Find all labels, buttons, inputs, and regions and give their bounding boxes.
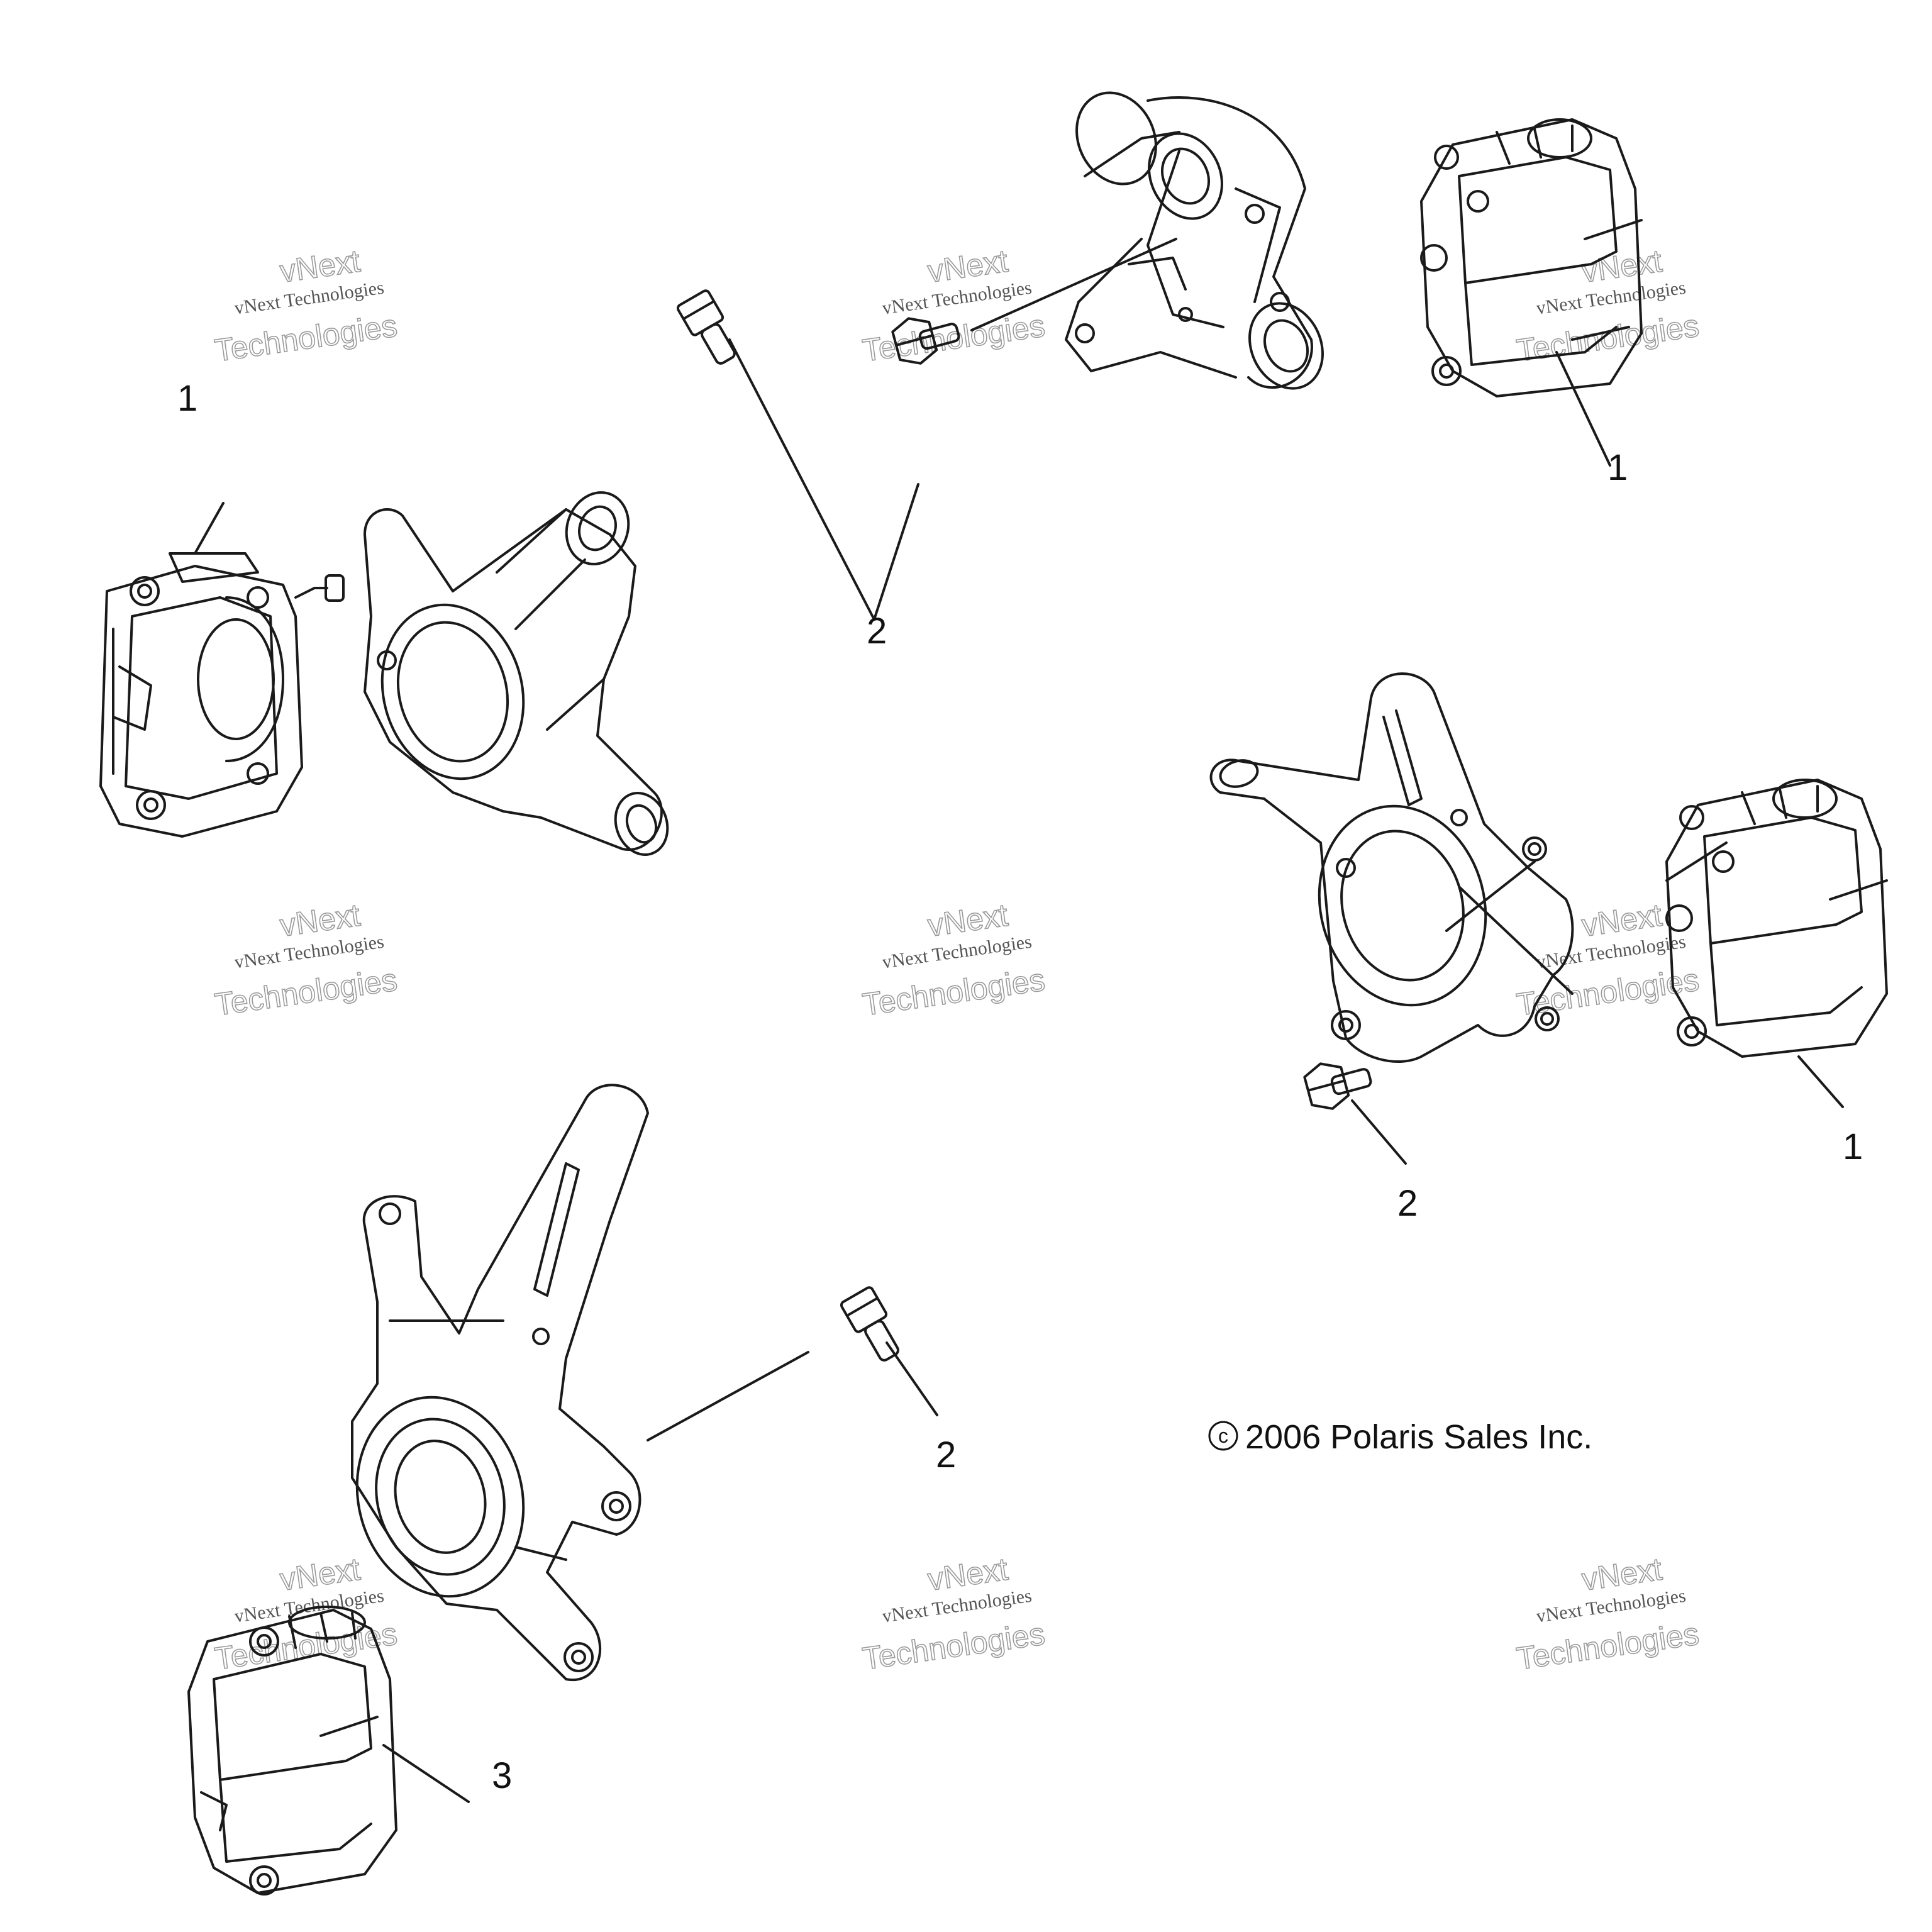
steering-knuckle-front-right[interactable]	[1209, 672, 1574, 1063]
copyright-icon	[1208, 1421, 1238, 1451]
callout-2: 2	[936, 1435, 956, 1475]
brake-caliper-front-left[interactable]	[99, 552, 345, 838]
callout-2: 2	[1397, 1183, 1418, 1224]
watermark: vNext vNext Technologies Technologies	[860, 1551, 1047, 1677]
steering-knuckle-rear[interactable]	[1062, 80, 1336, 401]
copyright-symbol: c	[1218, 1424, 1228, 1447]
bolt-lower[interactable]	[840, 1286, 906, 1366]
callout-1: 1	[177, 378, 197, 419]
watermark: vNext vNext Technologies Technologies	[212, 243, 399, 369]
watermark: vNext vNext Technologies Technologies	[860, 897, 1047, 1023]
bolt-upper-right[interactable]	[891, 307, 963, 368]
watermark: vNext vNext Technologies Technologies	[860, 243, 1047, 369]
steering-knuckle-front-left[interactable]	[364, 484, 676, 862]
callouts: 1 2 1 1 2 2 3	[177, 378, 1863, 1796]
callout-1: 1	[1843, 1126, 1863, 1167]
callout-1: 1	[1607, 447, 1628, 488]
brake-caliper-front-right[interactable]	[1420, 118, 1643, 397]
brake-caliper-rear-left[interactable]	[187, 1606, 397, 1896]
callout-2: 2	[867, 611, 887, 652]
bolt-middle-right[interactable]	[1302, 1052, 1375, 1113]
callout-3: 3	[492, 1755, 512, 1796]
steering-knuckle-rear-left[interactable]	[335, 1084, 649, 1682]
copyright-text: 2006 Polaris Sales Inc.	[1245, 1418, 1592, 1456]
brake-caliper-rear-right[interactable]	[1665, 779, 1888, 1058]
copyright-notice: c 2006 Polaris Sales Inc.	[1208, 1418, 1592, 1456]
bolt-upper-left[interactable]	[676, 289, 743, 369]
watermark: vNext vNext Technologies Technologies	[1514, 1551, 1701, 1677]
watermark: vNext vNext Technologies Technologies	[212, 897, 399, 1023]
leader-lines	[194, 238, 1844, 1803]
